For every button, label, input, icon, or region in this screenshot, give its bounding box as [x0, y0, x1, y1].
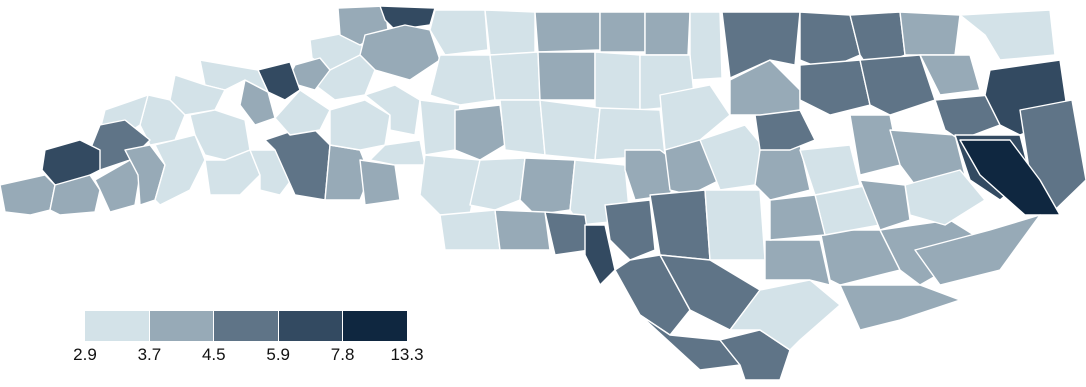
legend-swatch-5 [343, 311, 407, 341]
county-region [494, 209, 551, 251]
county-region [599, 11, 646, 53]
county-region [584, 224, 616, 286]
county-region [839, 284, 961, 331]
legend-label-0: 2.9 [73, 345, 97, 364]
county-region [859, 54, 936, 116]
county-region [649, 189, 711, 261]
county-region [764, 239, 831, 286]
county-region [659, 84, 731, 151]
county-region [419, 154, 481, 216]
county-region [919, 54, 981, 96]
county-region [429, 54, 496, 106]
legend-label-2: 4.5 [201, 345, 226, 364]
county-region [49, 174, 101, 216]
legend-swatch-3 [214, 311, 279, 341]
county-region [729, 279, 841, 351]
legend-swatch-1 [85, 311, 150, 341]
county-region [544, 211, 591, 256]
county-region [959, 139, 1061, 216]
county-region [537, 51, 596, 101]
county-region [429, 9, 489, 56]
county-region [369, 139, 426, 166]
county-region [484, 9, 536, 56]
legend-label-5: 13.3 [390, 345, 424, 364]
county-region [469, 157, 526, 211]
legend-label-1: 3.7 [137, 345, 162, 364]
county-region [594, 51, 641, 111]
county-region [769, 194, 826, 241]
county-region [499, 99, 546, 156]
county-region [959, 9, 1056, 61]
county-region [419, 99, 461, 156]
county-region [539, 99, 601, 161]
color-legend: 2.9 3.7 4.5 5.9 7.8 13.3 [73, 311, 424, 367]
county-region [799, 59, 871, 116]
legend-swatch-2 [149, 311, 215, 341]
county-region [721, 11, 801, 79]
county-region [754, 109, 816, 151]
county-region [604, 199, 656, 261]
county-region [859, 179, 911, 231]
county-region [534, 11, 601, 53]
county-region [819, 229, 901, 286]
county-region [454, 104, 506, 161]
county-region [849, 114, 901, 176]
county-region [439, 209, 501, 251]
legend-label-4: 7.8 [330, 345, 355, 364]
county-region [914, 214, 1041, 286]
legend-color-bar [85, 311, 407, 341]
county-region [899, 11, 961, 56]
county-region [0, 174, 56, 216]
county-region [689, 11, 723, 81]
county-region [704, 189, 766, 261]
county-region [644, 11, 691, 56]
legend-label-3: 5.9 [266, 345, 291, 364]
legend-swatch-4 [278, 311, 344, 341]
county-region [489, 51, 541, 101]
county-region [799, 144, 861, 196]
county-region [274, 89, 331, 136]
county-region [519, 157, 576, 216]
county-region [359, 159, 401, 206]
county-region [934, 94, 1001, 141]
legend-labels: 2.9 3.7 4.5 5.9 7.8 13.3 [73, 345, 423, 367]
county-region [364, 84, 421, 136]
